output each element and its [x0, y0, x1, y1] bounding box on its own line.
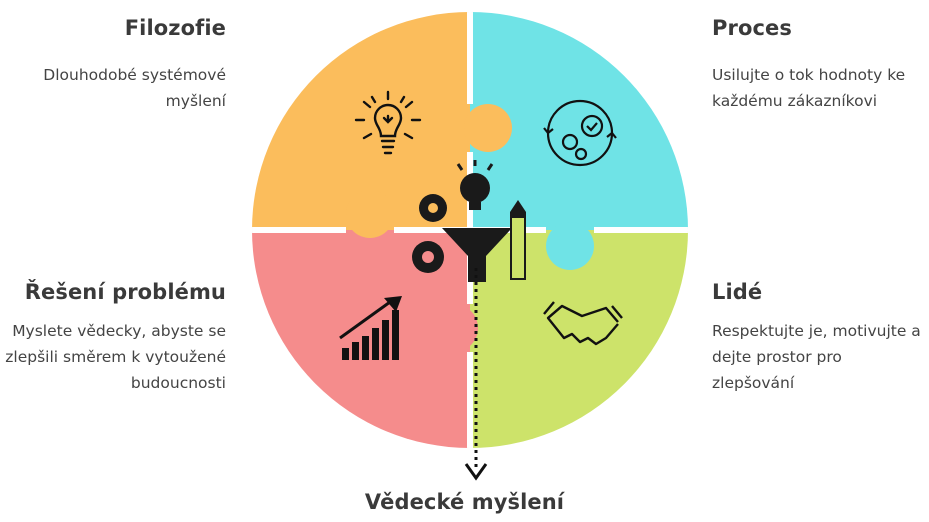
funnel-gears-bulb-pencil-icon — [412, 160, 526, 282]
section-title-filozofie: Filozofie — [124, 16, 226, 40]
dotted-arrow — [464, 268, 488, 481]
section-desc-proces: Usilujte o tok hodnoty ke každému zákazn… — [712, 66, 906, 110]
light-bulb-icon — [354, 90, 422, 155]
puzzle-tab-left — [346, 190, 394, 238]
section-desc-reseni: Myslete vědecky, abyste se zlepšili směr… — [5, 322, 226, 392]
section-desc-filozofie: Dlouhodobé systémové myšlení — [43, 66, 226, 110]
handshake-icon — [543, 301, 623, 346]
bottom-label: Vědecké myšlení — [364, 490, 565, 514]
section-title-proces: Proces — [712, 16, 792, 40]
puzzle-tab-bottom — [430, 304, 478, 352]
gears-cycle-icon — [543, 99, 617, 167]
section-title-reseni: Řešení problému — [24, 280, 226, 304]
puzzle-tab-right — [546, 222, 594, 270]
section-title-lide: Lidé — [712, 280, 763, 304]
section-desc-lide: Respektujte je, motivujte a dejte prosto… — [712, 322, 921, 392]
puzzle-tab-top — [464, 104, 512, 152]
growth-chart-icon — [339, 296, 402, 360]
